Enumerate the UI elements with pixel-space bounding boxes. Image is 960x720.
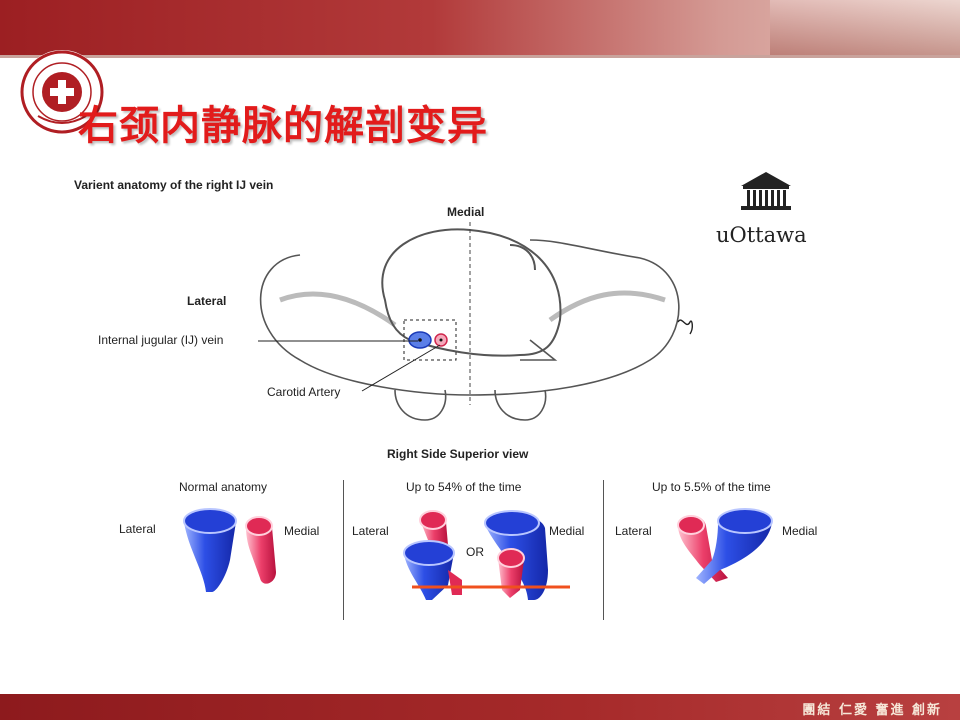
sketch-mark [677,319,693,335]
panel-divider-2 [603,480,604,620]
right-foot [494,389,547,421]
clavicle-left [279,291,397,328]
hospital-motto: 團結 仁愛 奮進 創新 [802,703,942,718]
panel-54-vessels [403,510,570,600]
clavicle-right [548,290,666,323]
left-foot [394,389,447,421]
head-outline [381,228,562,357]
banner-divider [0,55,960,58]
ear [509,244,536,271]
panel-2-or: OR [466,545,484,559]
panel-1-medial: Medial [284,524,320,538]
panel-2-lateral: Lateral [352,524,389,538]
chin [520,339,558,361]
view-label: Right Side Superior view [387,447,529,461]
vessel-box [403,319,457,361]
panel-54-left-artery-lower [448,570,462,595]
panel-2-header: Up to 54% of the time [406,480,522,494]
carotid-label: Carotid Artery [267,385,341,399]
top-banner [0,0,960,55]
panel-55-vessels [677,508,773,584]
panel-3-header: Up to 5.5% of the time [652,480,771,494]
panel-2-medial: Medial [549,524,585,538]
seal-graphic [20,50,104,134]
campus-photo [770,0,960,55]
hospital-logo [20,50,104,134]
panel-3-medial: Medial [782,524,818,538]
ij-vein-label: Internal jugular (IJ) vein [98,333,224,347]
panel-3-lateral: Lateral [615,524,652,538]
panel-1-lateral: Lateral [119,522,156,536]
slide-title: 右颈内静脉的解剖变异 [78,103,488,149]
torso-outline [259,239,680,396]
university-building-icon [741,172,791,210]
bottom-banner [0,694,960,720]
lateral-label: Lateral [187,294,227,308]
panel-divider-1 [343,480,344,620]
panel-1-header: Normal anatomy [179,480,268,494]
medial-label: Medial [447,205,485,219]
figure-title: Varient anatomy of the right IJ vein [74,178,274,192]
university-name: uOttawa [716,223,807,247]
panel-normal-vessels [183,508,276,592]
